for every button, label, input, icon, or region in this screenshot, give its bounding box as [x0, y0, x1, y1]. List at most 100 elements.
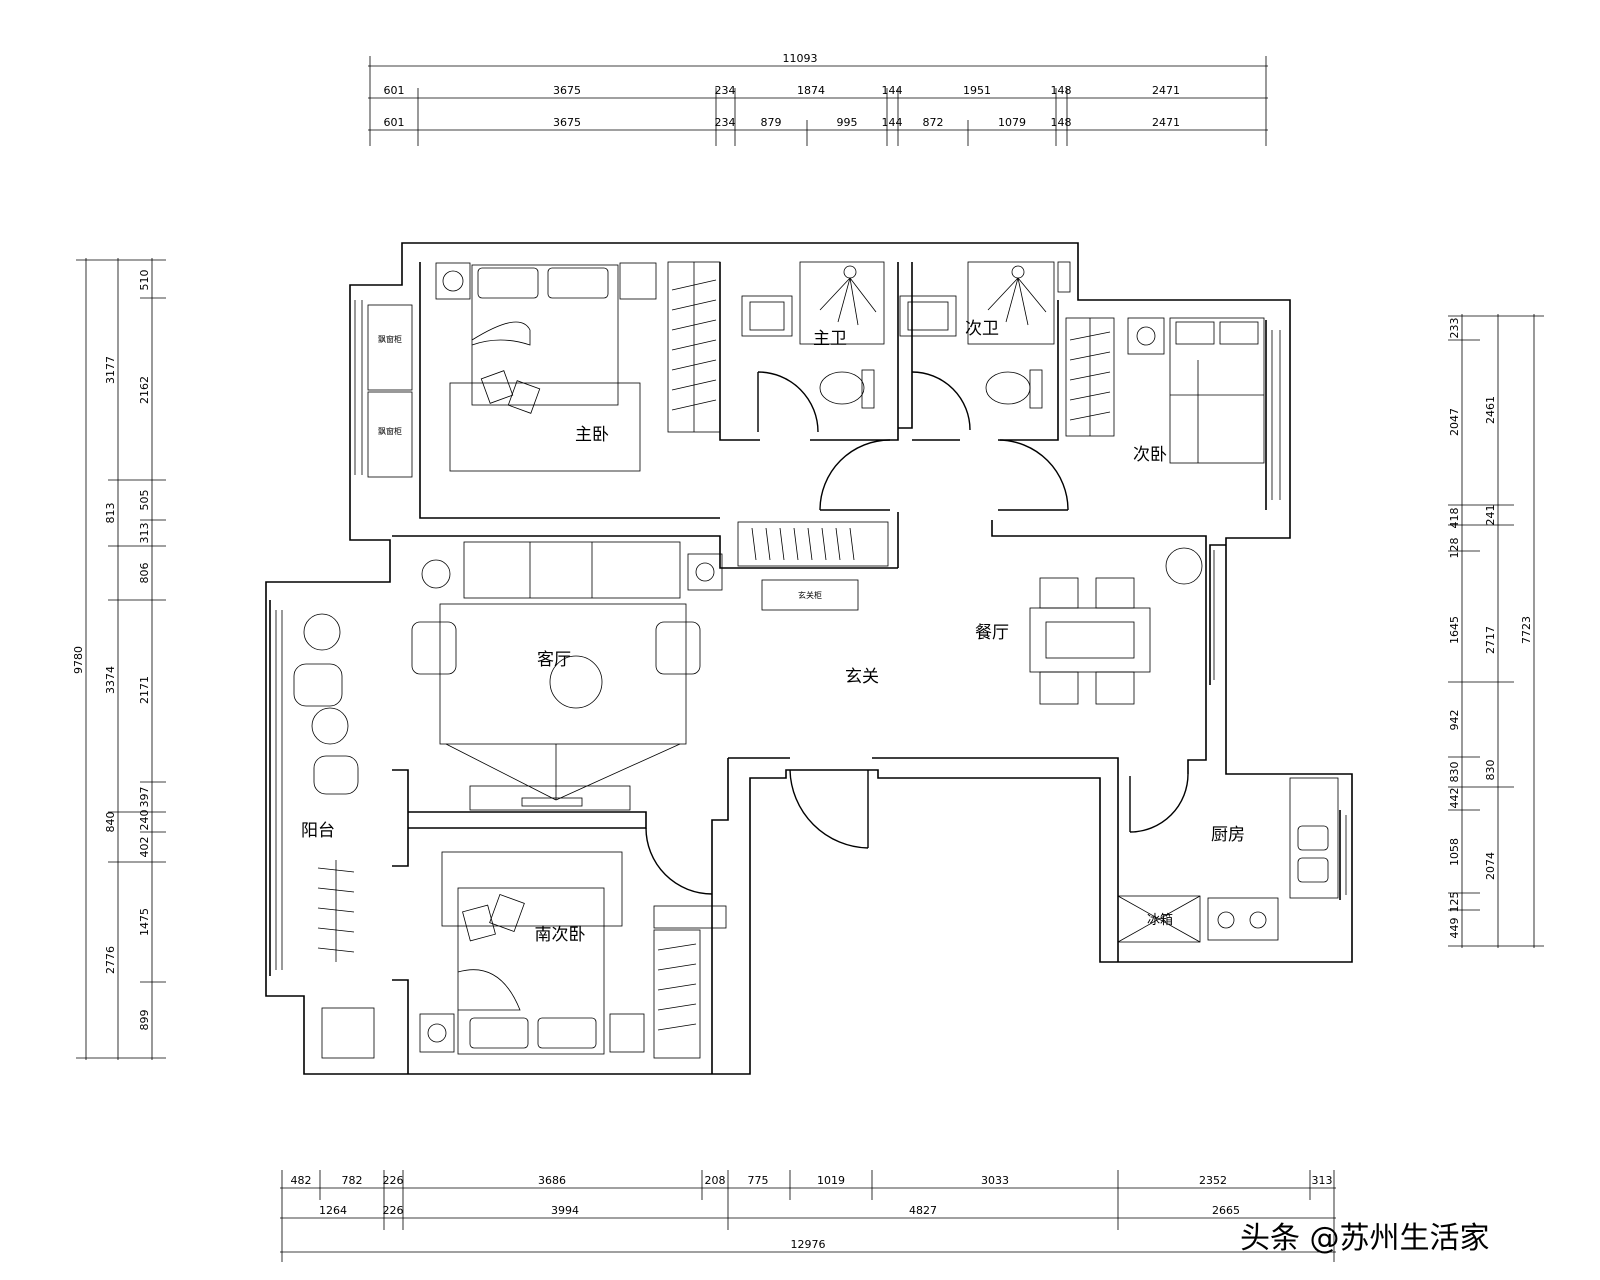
dim-bot-r1-9: 313	[1312, 1174, 1333, 1187]
dim-top-r2-3: 879	[761, 116, 782, 129]
top-dimension-chains: 11093 601 3675 234 1874 144 1951 148 247…	[368, 52, 1268, 146]
dim-right-in-0: 233	[1448, 318, 1461, 339]
dim-right-mid-0: 2461	[1484, 396, 1497, 424]
dim-top-total: 11093	[783, 52, 818, 65]
dim-bot-r1-0: 482	[291, 1174, 312, 1187]
bay-cabinet-2-label: 飘窗柜	[378, 426, 402, 436]
dim-top-r1-3: 1874	[797, 84, 825, 97]
dim-top-r1-4: 144	[882, 84, 903, 97]
dim-left-mid-4: 2776	[104, 946, 117, 974]
south-bedroom: 南次卧	[419, 851, 727, 1059]
left-dimension-chains: 9780 3177 813 3374 840 2776 510 2162 505…	[72, 258, 166, 1060]
right-dimension-chains: 7723 2461 241 2717 830 2074 233 2047 128…	[1448, 314, 1544, 948]
master-bath: 主卫	[741, 261, 885, 409]
second-bedroom: 次卧	[1065, 317, 1265, 465]
bay-cabinet-1-label: 飘窗柜	[378, 334, 402, 344]
dim-top-r1-2: 234	[715, 84, 736, 97]
dim-left-in-1: 2162	[138, 376, 151, 404]
dim-right-in-2: 128	[1448, 538, 1461, 559]
dim-bot-r2-1: 226	[383, 1204, 404, 1217]
dim-top-r2-1: 3675	[553, 116, 581, 129]
foyer-label: 玄关	[845, 667, 879, 687]
windows	[275, 261, 1347, 970]
master-bedroom-label: 主卧	[575, 425, 609, 445]
dim-left-in-3: 313	[138, 523, 151, 544]
dim-top-r1-6: 148	[1051, 84, 1072, 97]
walls	[265, 242, 1353, 1075]
dim-bot-r2-2: 3994	[551, 1204, 579, 1217]
doors	[645, 371, 1189, 895]
dim-left-in-0: 510	[138, 270, 151, 291]
dim-top-r1-7: 2471	[1152, 84, 1180, 97]
dim-left-in-6: 397	[138, 787, 151, 808]
dim-bot-r1-4: 208	[705, 1174, 726, 1187]
dining-room-label: 餐厅	[975, 623, 1009, 643]
fridge-label: 冰箱	[1147, 912, 1173, 928]
dim-right-in-8: 1058	[1448, 838, 1461, 866]
living-room-label: 客厅	[537, 650, 571, 670]
dim-right-in-7: 442	[1448, 788, 1461, 809]
dim-left-in-7: 240	[138, 810, 151, 831]
dim-right-in-6: 830	[1448, 762, 1461, 783]
dim-top-r2-0: 601	[384, 116, 405, 129]
dim-bot-r1-6: 1019	[817, 1174, 845, 1187]
dim-bot-r1-2: 226	[383, 1174, 404, 1187]
dim-right-in-9: 125	[1448, 892, 1461, 913]
dim-right-mid-3: 830	[1484, 760, 1497, 781]
kitchen-label: 厨房	[1211, 825, 1245, 845]
dim-top-r2-9: 2471	[1152, 116, 1180, 129]
dim-top-r2-4: 995	[837, 116, 858, 129]
dim-top-r2-7: 1079	[998, 116, 1026, 129]
dim-bot-r2-0: 1264	[319, 1204, 347, 1217]
kitchen: 冰箱 厨房	[1117, 777, 1339, 943]
dim-right-in-10: 449	[1448, 918, 1461, 939]
dim-left-in-2: 505	[138, 490, 151, 511]
watermark: 头条 @苏州生活家	[1240, 1221, 1490, 1256]
dim-right-mid-2: 2717	[1484, 626, 1497, 654]
dim-bot-r1-7: 3033	[981, 1174, 1009, 1187]
dim-left-in-8: 402	[138, 837, 151, 858]
dim-top-r2-6: 872	[923, 116, 944, 129]
dim-bot-r2-3: 4827	[909, 1204, 937, 1217]
dim-bot-r2-4: 2665	[1212, 1204, 1240, 1217]
dim-right-mid-1: 241	[1484, 505, 1497, 526]
dim-right-total: 7723	[1520, 616, 1533, 644]
dim-left-in-9: 1475	[138, 908, 151, 936]
dim-left-in-4: 806	[138, 563, 151, 584]
dim-top-r2-2: 234	[715, 116, 736, 129]
dim-bot-r1-5: 775	[748, 1174, 769, 1187]
second-bath: 次卫	[899, 261, 1055, 409]
dim-bot-total: 12976	[791, 1238, 826, 1251]
balcony: 阳台	[293, 613, 375, 1059]
dim-left-mid-3: 840	[104, 812, 117, 833]
dim-left-in-5: 2171	[138, 676, 151, 704]
master-bath-label: 主卫	[813, 329, 847, 349]
dining-room: 餐厅 玄关	[845, 547, 1203, 705]
dim-bot-r1-8: 2352	[1199, 1174, 1227, 1187]
dim-left-mid-2: 3374	[104, 666, 117, 694]
dim-right-in-4: 1645	[1448, 616, 1461, 644]
dim-bot-r1-1: 782	[342, 1174, 363, 1187]
dim-top-r2-8: 148	[1051, 116, 1072, 129]
entry-cabinets: 玄关柜	[737, 521, 889, 611]
dim-top-r1-0: 601	[384, 84, 405, 97]
living-room: 客厅	[411, 541, 723, 811]
dim-left-total: 9780	[72, 646, 85, 674]
dim-right-in-5: 942	[1448, 710, 1461, 731]
second-bath-label: 次卫	[965, 319, 999, 339]
dim-top-r1-5: 1951	[963, 84, 991, 97]
south-bedroom-label: 南次卧	[535, 925, 586, 945]
second-bedroom-label: 次卧	[1133, 445, 1167, 465]
dim-bot-r1-3: 3686	[538, 1174, 566, 1187]
shoe-cabinet-label: 玄关柜	[798, 590, 822, 600]
dim-left-mid-1: 813	[104, 503, 117, 524]
dim-right-in-1: 2047	[1448, 408, 1461, 436]
dim-top-r1-1: 3675	[553, 84, 581, 97]
dim-right-mid-4: 2074	[1484, 852, 1497, 880]
dim-left-in-10: 899	[138, 1010, 151, 1031]
dim-left-mid-0: 3177	[104, 356, 117, 384]
master-bedroom: 飘窗柜 飘窗柜 主卧	[367, 261, 721, 478]
dim-right-in-3: 418	[1448, 508, 1461, 529]
balcony-label: 阳台	[301, 821, 335, 841]
